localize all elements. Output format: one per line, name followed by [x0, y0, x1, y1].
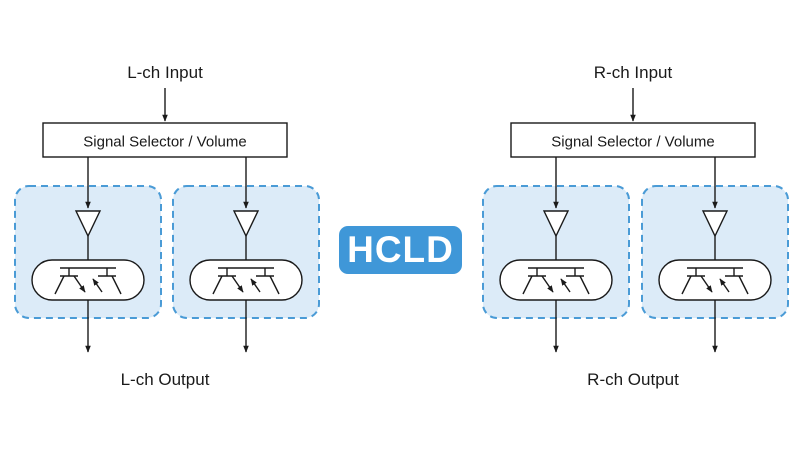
right-selector-label: Signal Selector / Volume [551, 133, 715, 151]
left-signal-selector-box [42, 122, 288, 158]
right-channel [482, 88, 789, 353]
left-amp-block-2-transistor-a-collector [212, 275, 223, 295]
left-amp-block-2 [172, 157, 320, 353]
right-amp-block-1-transistor-a-collector [522, 275, 533, 295]
left-amp-block-1-transistor-b-collector [111, 275, 122, 295]
right-amp-block-1-buffer-triangle [542, 210, 570, 238]
left-amp-block-2-buffer-triangle [232, 210, 260, 238]
left-amp-block-2-transistor-b-emitter [250, 278, 261, 293]
left-amp-block-1-output-stage [31, 259, 145, 301]
left-amp-block-2-output-stage [189, 259, 303, 301]
left-amp-block-2-transistor-a-emitter [231, 275, 244, 293]
left-output-label: L-ch Output [120, 370, 210, 389]
right-amp-block-1-output-stage [499, 259, 613, 301]
right-input-label: R-ch Input [593, 63, 673, 82]
left-input-label: L-ch Input [127, 63, 203, 82]
left-channel [14, 88, 320, 353]
hcld-badge-text: HCLD [347, 229, 454, 270]
right-amp-block-1-transistor-b-collector [579, 275, 590, 295]
right-amp-block-2-transistor-b-collector [738, 275, 749, 295]
right-output-label: R-ch Output [587, 370, 679, 389]
right-amp-block-1-transistor-a-emitter [541, 275, 554, 293]
right-amp-block-2-transistor-b-emitter [719, 278, 730, 293]
left-amp-block-1-transistor-a-emitter [73, 275, 86, 293]
right-amp-block-2 [641, 157, 789, 353]
left-amp-block-2-transistor-b-collector [269, 275, 280, 295]
left-amp-block-1-buffer-triangle [74, 210, 102, 238]
hcld-badge: HCLD [339, 226, 462, 274]
left-amp-block-1-transistor-a-collector [54, 275, 65, 295]
left-selector-label: Signal Selector / Volume [83, 133, 247, 151]
right-amp-block-1-transistor-b-emitter [560, 278, 571, 293]
right-amp-block-1 [482, 157, 630, 353]
right-amp-block-2-buffer-triangle [701, 210, 729, 238]
right-amp-block-2-output-stage [658, 259, 772, 301]
left-amp-block-1-transistor-b-emitter [92, 278, 103, 293]
right-amp-block-2-transistor-a-collector [681, 275, 692, 295]
left-amp-block-1 [14, 157, 162, 353]
right-amp-block-2-transistor-a-emitter [700, 275, 713, 293]
right-signal-selector-box [510, 122, 756, 158]
